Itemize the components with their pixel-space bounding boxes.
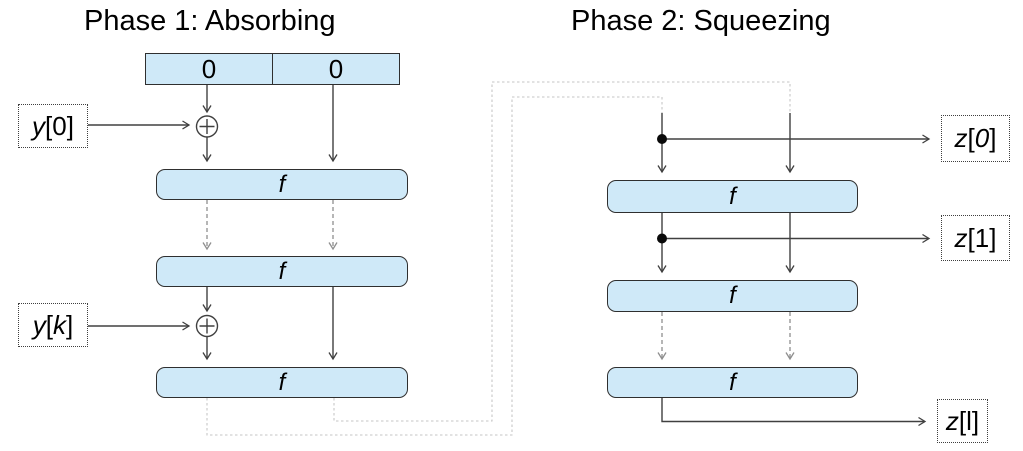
input-block-y0: y[0]	[18, 104, 88, 148]
input-block-yk: y[k]	[18, 303, 88, 347]
f-function-box-absorb-2: f	[156, 256, 408, 287]
xor-icon	[195, 115, 219, 138]
input-label: y	[32, 309, 46, 340]
f-function-box-squeeze-1: f	[607, 180, 858, 213]
absorbing-arrows	[88, 85, 338, 361]
input-label: y	[32, 110, 46, 141]
squeezing-iteration-arrows	[657, 312, 795, 361]
junction-dot	[657, 233, 667, 244]
phase1-title: Phase 1: Absorbing	[84, 5, 336, 37]
output-label: z	[954, 222, 968, 253]
f-function-box-squeeze-2: f	[607, 280, 858, 312]
f-function-box-absorb-3: f	[156, 367, 408, 398]
junction-dot	[657, 134, 667, 144]
output-label: z	[954, 123, 968, 153]
state-routing-lines	[206, 81, 791, 436]
state-cell-capacity: 0	[328, 53, 344, 84]
output-label: z	[945, 405, 959, 436]
f-function-box-squeeze-3: f	[607, 367, 858, 398]
state-cell-rate: 0	[146, 54, 273, 84]
initial-state-register: 0 0	[145, 53, 400, 85]
f-function-box-absorb-1: f	[156, 169, 408, 200]
output-block-z1: z[1]	[941, 215, 1010, 261]
output-block-z0: z[0]	[941, 115, 1010, 162]
xor-icon	[195, 314, 219, 338]
output-block-zl: z[l]	[937, 399, 988, 443]
absorbing-iteration-arrows	[202, 200, 338, 251]
phase2-title: Phase 2: Squeezing	[571, 5, 831, 37]
